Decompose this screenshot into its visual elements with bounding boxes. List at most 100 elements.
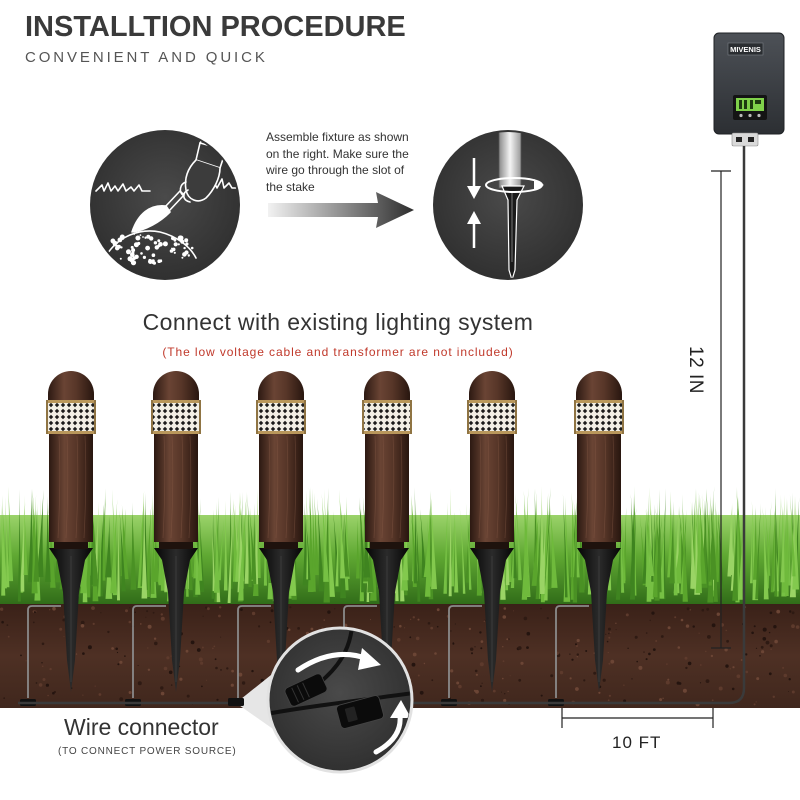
soil-speck (214, 658, 217, 661)
soil-speck (680, 618, 684, 622)
soil-speck (593, 671, 597, 675)
soil-speck (436, 625, 439, 628)
small-connector (228, 698, 244, 706)
grass-blade (82, 513, 89, 590)
soil-dot (162, 241, 168, 247)
soil-speck (479, 662, 484, 667)
soil-dot (131, 248, 136, 253)
mesh-band-trim (46, 400, 96, 403)
fixture-mesh-band (46, 401, 96, 433)
not-included-note: (The low voltage cable and transformer a… (162, 345, 514, 359)
grass-blade (228, 491, 233, 589)
wood-grain (293, 435, 297, 539)
wood-grain (504, 435, 508, 539)
soil-speck (470, 647, 474, 651)
soil-speck (569, 653, 571, 655)
soil-speck (91, 606, 95, 610)
soil-dot (182, 252, 187, 257)
grass-blade (658, 516, 666, 599)
soil-speck (575, 687, 579, 691)
grass-blade (90, 490, 99, 587)
mesh-band-edge (151, 400, 153, 434)
fixture-dome (364, 371, 410, 402)
soil-speck (25, 660, 27, 662)
soil-speck (411, 662, 416, 667)
soil-speck (117, 663, 120, 666)
soil-speck (241, 681, 246, 685)
transformer-brand: MIVENIS (730, 45, 761, 54)
device-button (739, 113, 743, 118)
soil-speck (699, 664, 702, 666)
soil-speck (111, 647, 114, 650)
soil-speck (685, 624, 690, 628)
soil-speck (450, 630, 452, 632)
lcd-segment (744, 100, 747, 109)
fixture-1 (46, 371, 96, 692)
soil-speck (481, 682, 483, 684)
soil-dot (153, 241, 158, 245)
soil-speck (765, 640, 770, 645)
grass-blade (654, 516, 662, 601)
rotate-arrow-bottom (373, 713, 403, 755)
grass-blade (323, 487, 330, 603)
fixture-6 (574, 371, 624, 692)
soil-speck (52, 691, 55, 695)
soil-speck (608, 632, 610, 635)
grass-blade (652, 501, 658, 598)
soil-speck (7, 635, 10, 638)
soil-speck (160, 613, 163, 616)
soil-speck (35, 682, 38, 684)
mesh-band-edge (304, 400, 306, 434)
grass-blade (333, 511, 341, 592)
soil-speck (685, 666, 688, 670)
fixture-5 (467, 371, 517, 692)
grass-blade (314, 492, 319, 575)
height-dimension (711, 170, 731, 649)
soil-speck (751, 631, 754, 635)
soil-speck (716, 612, 720, 616)
grass-blade (121, 504, 129, 580)
grass-blade (218, 518, 225, 581)
grass-blade (232, 498, 239, 582)
fixture-body (154, 432, 198, 542)
soil-speck (458, 684, 462, 689)
grass-blade (570, 510, 574, 600)
soil-speck (220, 636, 222, 638)
wood-grain (496, 435, 500, 539)
length-dimension (561, 708, 714, 728)
soil-speck (648, 652, 651, 656)
wood-grain (593, 435, 597, 539)
soil-speck (98, 693, 102, 696)
soil-speck (480, 698, 485, 703)
soil-speck (41, 662, 43, 664)
mesh-band-trim (256, 431, 306, 434)
grass-blade (673, 511, 678, 596)
soil-speck (240, 608, 243, 611)
soil-speck (45, 683, 50, 687)
soil-speck (689, 609, 692, 611)
soil-speck (140, 623, 142, 625)
soil-speck (41, 665, 44, 668)
soil-speck (289, 606, 292, 609)
soil-speck (795, 625, 800, 629)
soil-speck (666, 663, 668, 665)
fixture-dome (153, 371, 199, 402)
mesh-band-edge (199, 400, 201, 434)
soil-speck (32, 621, 35, 624)
lcd-segment (750, 100, 753, 109)
soil-speck (170, 684, 173, 686)
grass-blade (17, 489, 21, 602)
soil-speck (128, 691, 132, 694)
soil-speck (258, 625, 261, 628)
grass-blade (23, 515, 28, 575)
fixture-collar (159, 540, 193, 549)
grass-blade (362, 496, 371, 578)
soil-speck (706, 607, 710, 611)
soil-speck (623, 684, 625, 686)
soil-speck (791, 624, 795, 629)
grass-blade (562, 493, 568, 598)
soil-speck (507, 690, 509, 693)
soil-dot (173, 251, 176, 254)
main-cable (18, 146, 746, 705)
soil-speck (137, 681, 142, 686)
